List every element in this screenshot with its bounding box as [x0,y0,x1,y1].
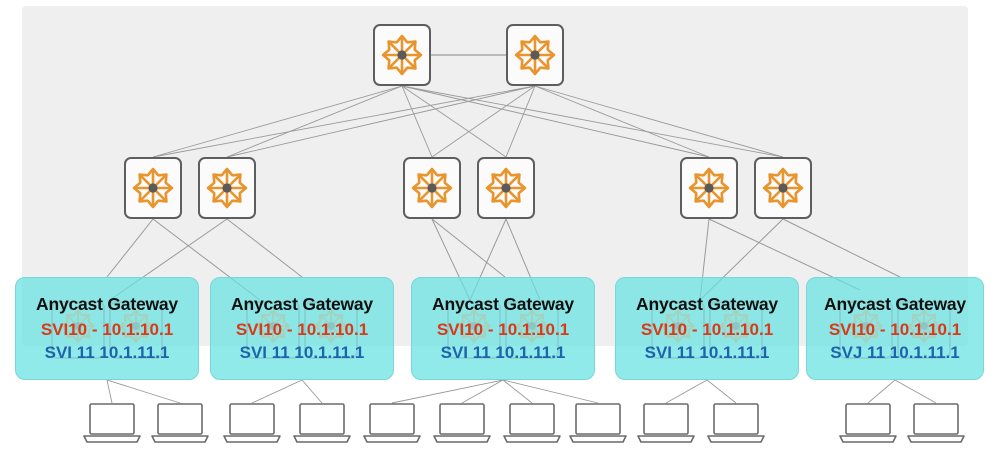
link-line [505,85,536,158]
gateway-title: Anycast Gateway [231,294,373,314]
spine-switch-1 [373,24,431,86]
link-line [401,85,507,158]
svi10-address: SVI10 - 10.1.10.1 [436,320,570,339]
laptop-icon [838,402,898,446]
laptop-icon [706,402,766,446]
link-line [152,85,536,158]
link-line [534,85,710,158]
laptop-icon [292,402,352,446]
anycast-gateway-box-4: Anycast Gateway SVI10 - 10.1.10.1 SVI 11… [615,277,799,380]
link-line [106,379,113,404]
gateway-title: Anycast Gateway [432,294,574,314]
switch-icon [381,34,423,76]
gateway-title: Anycast Gateway [636,294,778,314]
svi10-address: SVI10 - 10.1.10.1 [640,320,774,339]
svi11-address: SVI 11 10.1.11.1 [239,343,365,362]
link-line [461,379,504,404]
link-line [782,218,901,278]
link-line [401,85,784,158]
link-line [706,379,737,404]
spine-switch-2 [506,24,564,86]
laptop-icon [906,402,966,446]
link-line [152,85,403,158]
link-line [106,379,181,404]
leaf-switch-3 [403,157,461,219]
link-line [401,85,710,158]
laptop-icon [502,402,562,446]
laptop-icon [568,402,628,446]
switch-icon [411,167,453,209]
link-line [431,85,536,158]
link-line [226,85,536,158]
link-line [251,379,303,404]
anycast-gateway-box-3: Anycast Gateway SVI10 - 10.1.10.1 SVI 11… [411,277,595,380]
link-line [867,379,896,404]
link-line [226,218,303,278]
leaf-switch-6 [754,157,812,219]
gateway-title: Anycast Gateway [36,294,178,314]
leaf-switch-5 [680,157,738,219]
svi10-address: SVI10 - 10.1.10.1 [828,320,962,339]
switch-icon [132,167,174,209]
anycast-gateway-box-1: Anycast Gateway SVI10 - 10.1.10.1 SVI 11… [15,277,199,380]
link-line [894,379,937,404]
link-line [665,379,708,404]
svi10-address: SVI10 - 10.1.10.1 [235,320,369,339]
laptop-icon [636,402,696,446]
svi11-address: SVI 11 10.1.11.1 [44,343,170,362]
svi11-address: SVI 11 10.1.11.1 [440,343,566,362]
anycast-gateway-box-5: Anycast Gateway SVI10 - 10.1.10.1 SVJ 11… [806,277,984,380]
link-line [502,379,599,404]
svi10-address: SVI10 - 10.1.10.1 [40,320,174,339]
laptop-icon [432,402,492,446]
switch-icon [206,167,248,209]
leaf-switch-4 [477,157,535,219]
link-line [226,85,403,158]
laptop-icon [362,402,422,446]
link-line [502,379,533,404]
switch-icon [762,167,804,209]
laptop-icon [82,402,142,446]
switch-icon [688,167,730,209]
laptop-icon [150,402,210,446]
laptop-icon [222,402,282,446]
switch-icon [514,34,556,76]
leaf-switch-1 [124,157,182,219]
link-line [391,379,504,404]
link-line [534,85,784,158]
link-line [106,218,154,278]
anycast-gateway-box-2: Anycast Gateway SVI10 - 10.1.10.1 SVI 11… [210,277,394,380]
link-line [431,218,506,278]
svi11-address: SVJ 11 10.1.11.1 [830,343,960,362]
svi11-address: SVI 11 10.1.11.1 [644,343,770,362]
leaf-switch-2 [198,157,256,219]
link-line [401,85,433,158]
switch-icon [485,167,527,209]
link-line [301,379,323,404]
gateway-title: Anycast Gateway [824,294,966,314]
